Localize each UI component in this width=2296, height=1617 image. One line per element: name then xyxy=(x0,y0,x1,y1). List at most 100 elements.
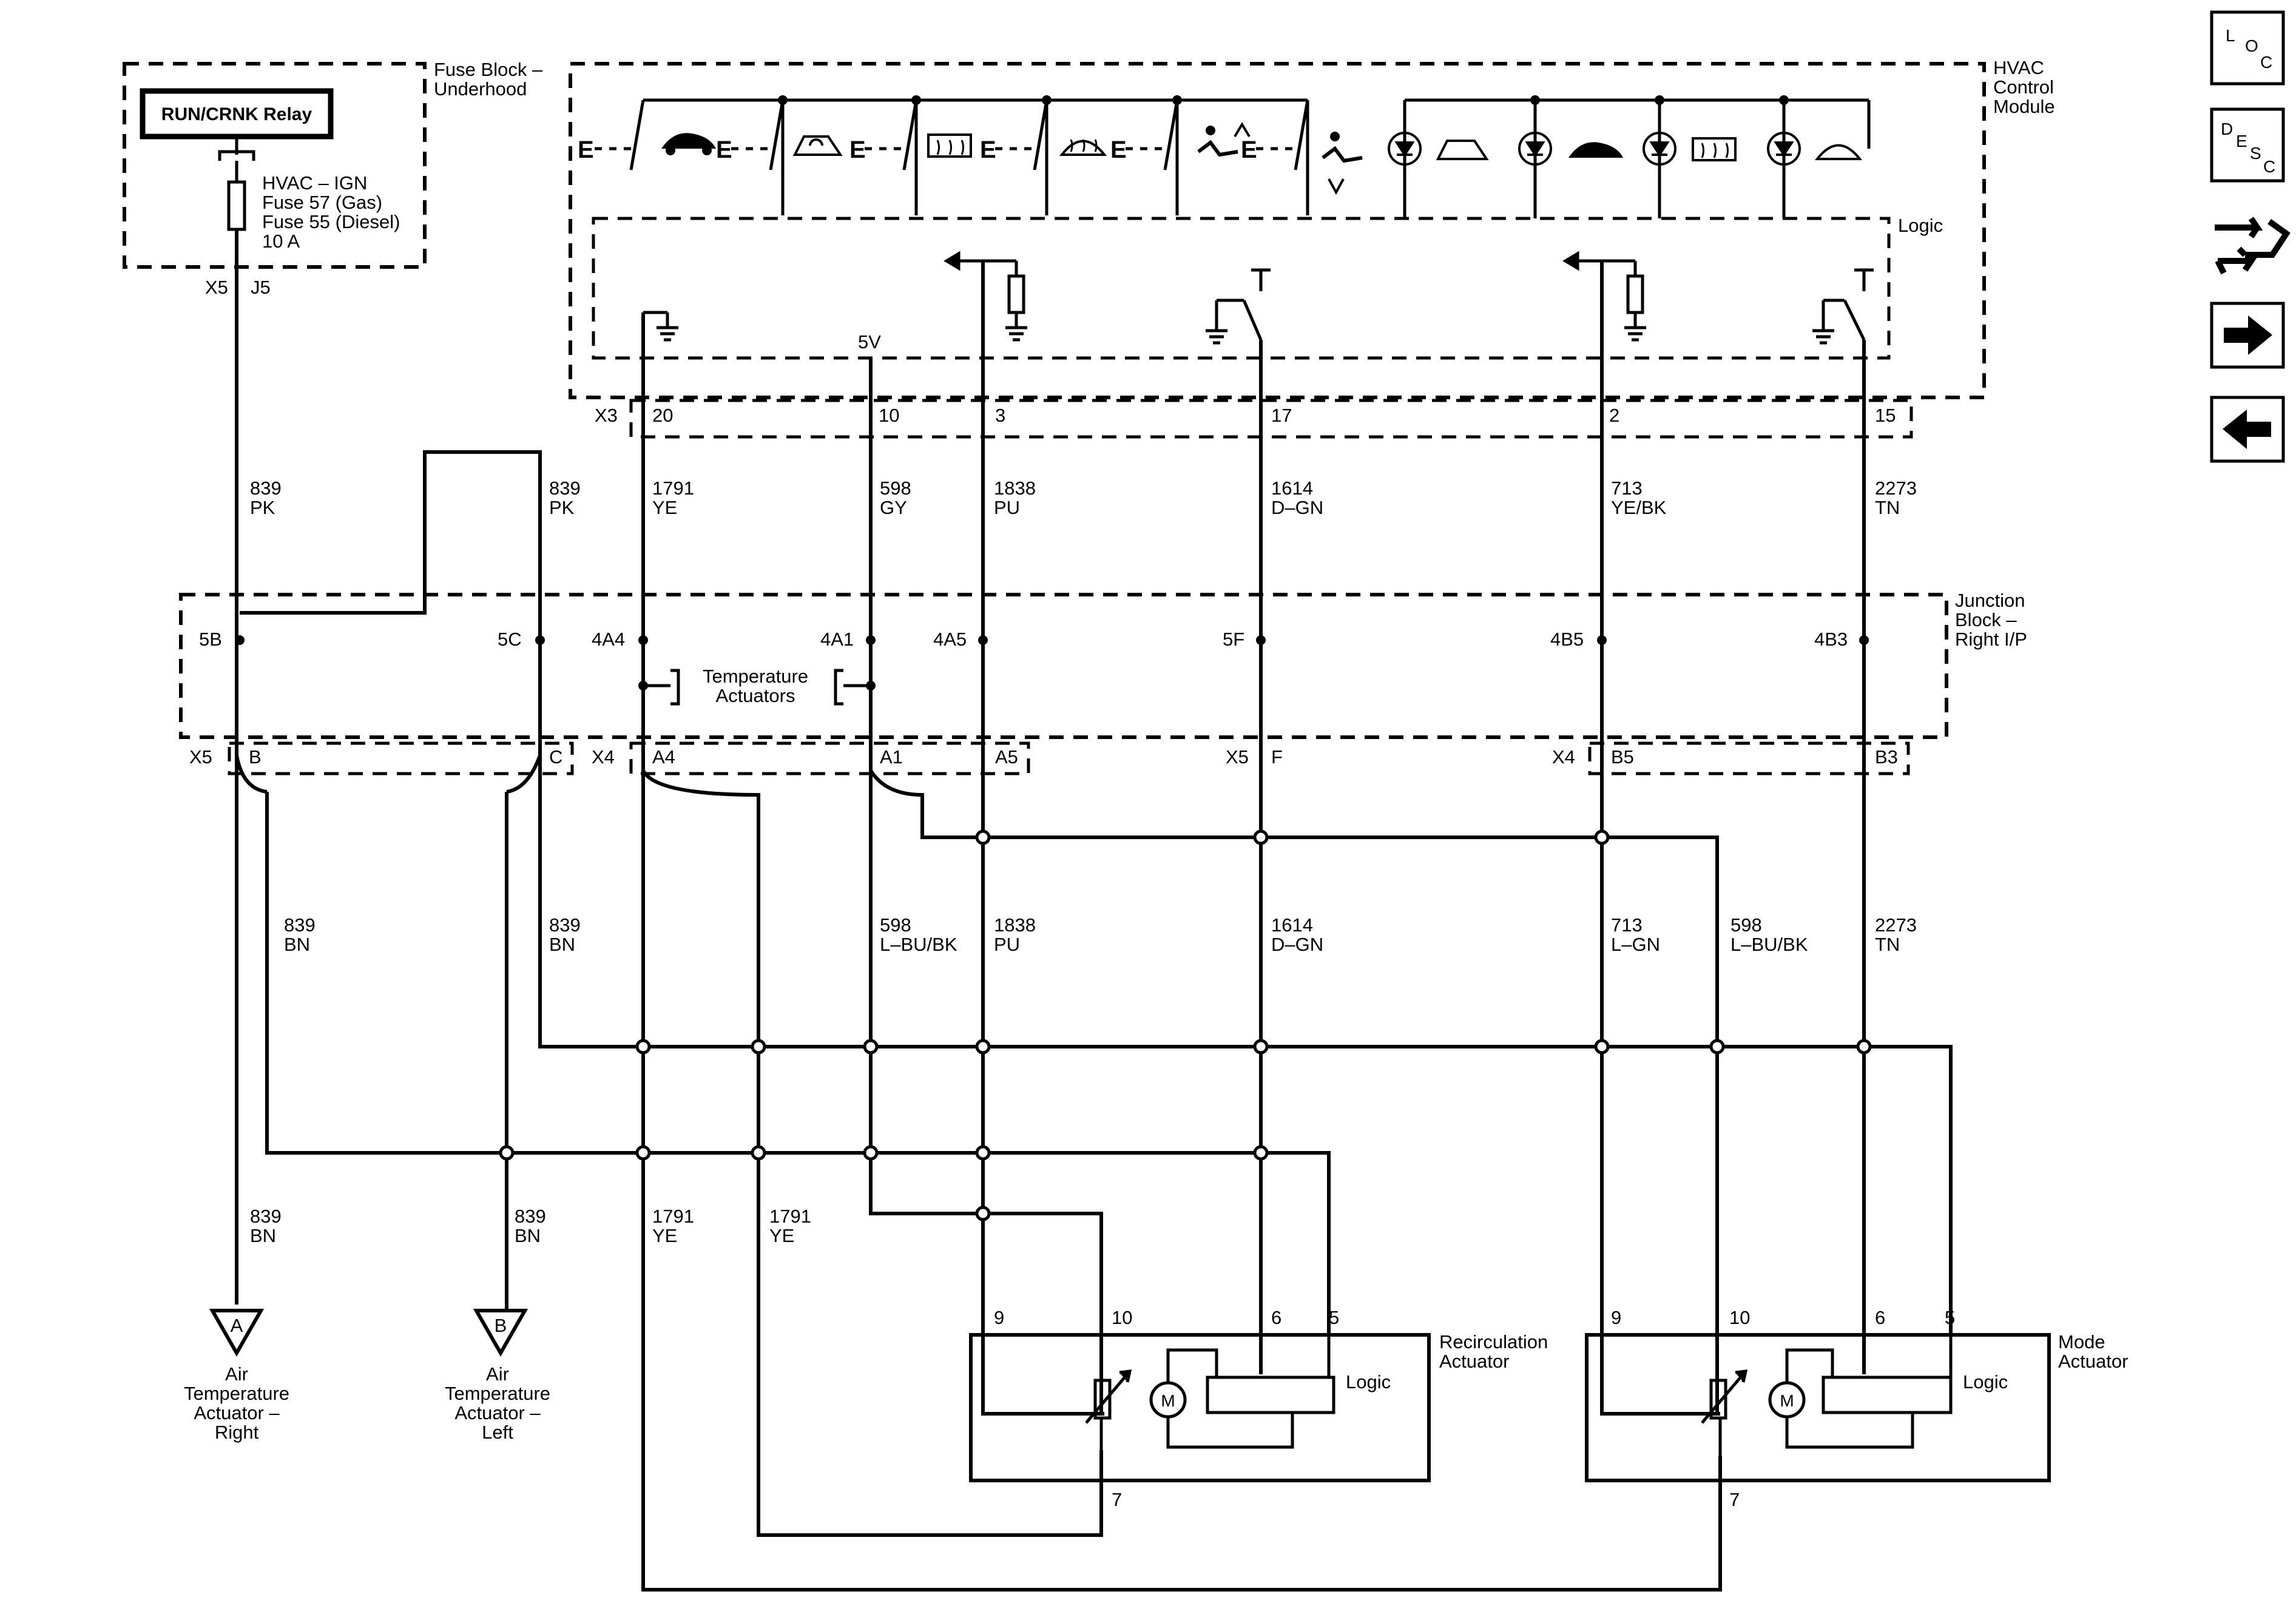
svg-text:6: 6 xyxy=(1875,1307,1885,1328)
svg-text:D–GN: D–GN xyxy=(1271,497,1323,518)
junction-title-1: Junction xyxy=(1955,590,2025,611)
mode-down-icon xyxy=(1322,132,1363,195)
svg-text:9: 9 xyxy=(994,1307,1004,1328)
svg-text:839: 839 xyxy=(515,1206,546,1227)
arrow-left-icon[interactable] xyxy=(2210,396,2285,463)
fuse-conn-j5: J5 xyxy=(251,277,271,298)
svg-text:L–GN: L–GN xyxy=(1611,934,1660,955)
fuse-block: Fuse Block – Underhood RUN/CRNK Relay HV… xyxy=(123,59,543,298)
svg-text:PK: PK xyxy=(250,497,275,518)
jb-conn-a4: A4 xyxy=(652,746,675,768)
mode-actuator: Mode Actuator 9 10 6 5 7 M Logic xyxy=(1585,1307,2128,1510)
svg-text:1614: 1614 xyxy=(1271,478,1313,499)
fuse-icon xyxy=(227,180,246,231)
jb-conn-f: F xyxy=(1271,746,1283,768)
svg-text:C: C xyxy=(2263,157,2275,176)
nav-desc-button[interactable]: D E S C xyxy=(2210,107,2285,183)
svg-text:2273: 2273 xyxy=(1875,914,1917,936)
jb-conn-x4-b: X4 xyxy=(1552,746,1575,768)
x3-pin-17: 17 xyxy=(1271,405,1292,426)
fuse-label-3: Fuse 55 (Diesel) xyxy=(262,211,400,232)
svg-text:YE: YE xyxy=(652,497,677,518)
svg-text:C: C xyxy=(2260,53,2272,72)
svg-text:O: O xyxy=(2245,36,2258,55)
svg-text:839: 839 xyxy=(284,914,316,936)
svg-text:598: 598 xyxy=(880,478,911,499)
svg-text:BN: BN xyxy=(549,934,575,955)
svg-text:E: E xyxy=(980,137,996,163)
jb-conn-c: C xyxy=(549,746,562,768)
svg-text:PK: PK xyxy=(549,497,575,518)
hvac-control-module: HVAC Control Module xyxy=(569,57,2055,439)
svg-text:L–BU/BK: L–BU/BK xyxy=(1730,934,1808,955)
jb-pin-4b5: 4B5 xyxy=(1550,629,1584,650)
jb-conn-b5: B5 xyxy=(1611,746,1634,768)
svg-text:839: 839 xyxy=(250,1206,282,1227)
junction-block: Junction Block – Right I/P 5B 5C 4A4 4A1… xyxy=(179,590,2027,775)
svg-text:7: 7 xyxy=(1112,1489,1122,1510)
jb-pin-4a1: 4A1 xyxy=(820,629,854,650)
x3-pin-2: 2 xyxy=(1609,405,1619,426)
x3-pin-15: 15 xyxy=(1875,405,1896,426)
ref-a: A Air Temperature Actuator – Right xyxy=(184,1309,289,1443)
svg-text:Logic: Logic xyxy=(1963,1371,2008,1393)
svg-text:TN: TN xyxy=(1875,497,1900,518)
svg-text:GY: GY xyxy=(880,497,907,518)
svg-text:BN: BN xyxy=(284,934,310,955)
fuse-label-4: 10 A xyxy=(262,231,300,252)
svg-text:E: E xyxy=(716,137,732,163)
front-defrost-switch-icon xyxy=(1059,139,1107,156)
fuse-conn-x5: X5 xyxy=(205,277,228,298)
svg-text:E: E xyxy=(578,137,594,163)
x3-pin-3: 3 xyxy=(995,405,1005,426)
svg-text:Actuator –: Actuator – xyxy=(454,1402,541,1423)
hvac-title-2: Control xyxy=(1993,76,2054,98)
svg-text:Air: Air xyxy=(225,1363,248,1385)
arrow-right-icon[interactable] xyxy=(2210,302,2285,369)
svg-text:Actuator: Actuator xyxy=(1439,1351,1509,1372)
svg-text:E: E xyxy=(1241,137,1257,163)
svg-text:1838: 1838 xyxy=(994,478,1036,499)
svg-text:M: M xyxy=(1161,1391,1175,1410)
svg-text:D: D xyxy=(2221,120,2233,138)
svg-text:10: 10 xyxy=(1112,1307,1132,1328)
mode-up-switch-icon xyxy=(1197,122,1251,157)
svg-text:D–GN: D–GN xyxy=(1271,934,1323,955)
svg-text:PU: PU xyxy=(994,497,1020,518)
fuse-block-title-2: Underhood xyxy=(434,78,527,100)
svg-text:1791: 1791 xyxy=(652,1206,694,1227)
svg-text:Actuator –: Actuator – xyxy=(194,1402,280,1423)
fuse-label-2: Fuse 57 (Gas) xyxy=(262,192,382,213)
jb-pin-5b: 5B xyxy=(199,629,222,650)
recirculation-switch-icon xyxy=(792,135,843,156)
nav-loc-button[interactable]: L O C xyxy=(2210,10,2285,86)
hvac-conn-x3: X3 xyxy=(595,405,618,426)
svg-text:5: 5 xyxy=(1329,1307,1339,1328)
fuse-block-title-1: Fuse Block – xyxy=(434,59,543,80)
jb-conn-b3: B3 xyxy=(1875,746,1898,768)
svg-text:839: 839 xyxy=(549,914,581,936)
svg-text:YE: YE xyxy=(769,1225,794,1246)
svg-text:S: S xyxy=(2250,144,2261,163)
svg-text:Temperature: Temperature xyxy=(184,1383,289,1404)
jb-pin-4a5: 4A5 xyxy=(933,629,967,650)
svg-text:2273: 2273 xyxy=(1875,478,1917,499)
svg-text:BN: BN xyxy=(250,1225,276,1246)
svg-text:BN: BN xyxy=(515,1225,541,1246)
svg-text:6: 6 xyxy=(1271,1307,1281,1328)
jb-conn-a1: A1 xyxy=(880,746,903,768)
recirculation-actuator: Recirculation Actuator 9 10 6 5 7 M Logi… xyxy=(969,1307,1548,1510)
wrench-icon[interactable] xyxy=(2215,217,2291,275)
jb-conn-b: B xyxy=(249,746,262,768)
svg-text:YE/BK: YE/BK xyxy=(1611,497,1667,518)
hvac-5v-label: 5V xyxy=(858,331,881,353)
led-recirculation-icon xyxy=(1436,140,1489,160)
svg-text:Mode: Mode xyxy=(2058,1331,2105,1352)
fuse-label-1: HVAC – IGN xyxy=(262,172,367,194)
svg-text:7: 7 xyxy=(1729,1489,1740,1510)
svg-text:839: 839 xyxy=(250,478,282,499)
svg-text:Logic: Logic xyxy=(1346,1371,1391,1393)
